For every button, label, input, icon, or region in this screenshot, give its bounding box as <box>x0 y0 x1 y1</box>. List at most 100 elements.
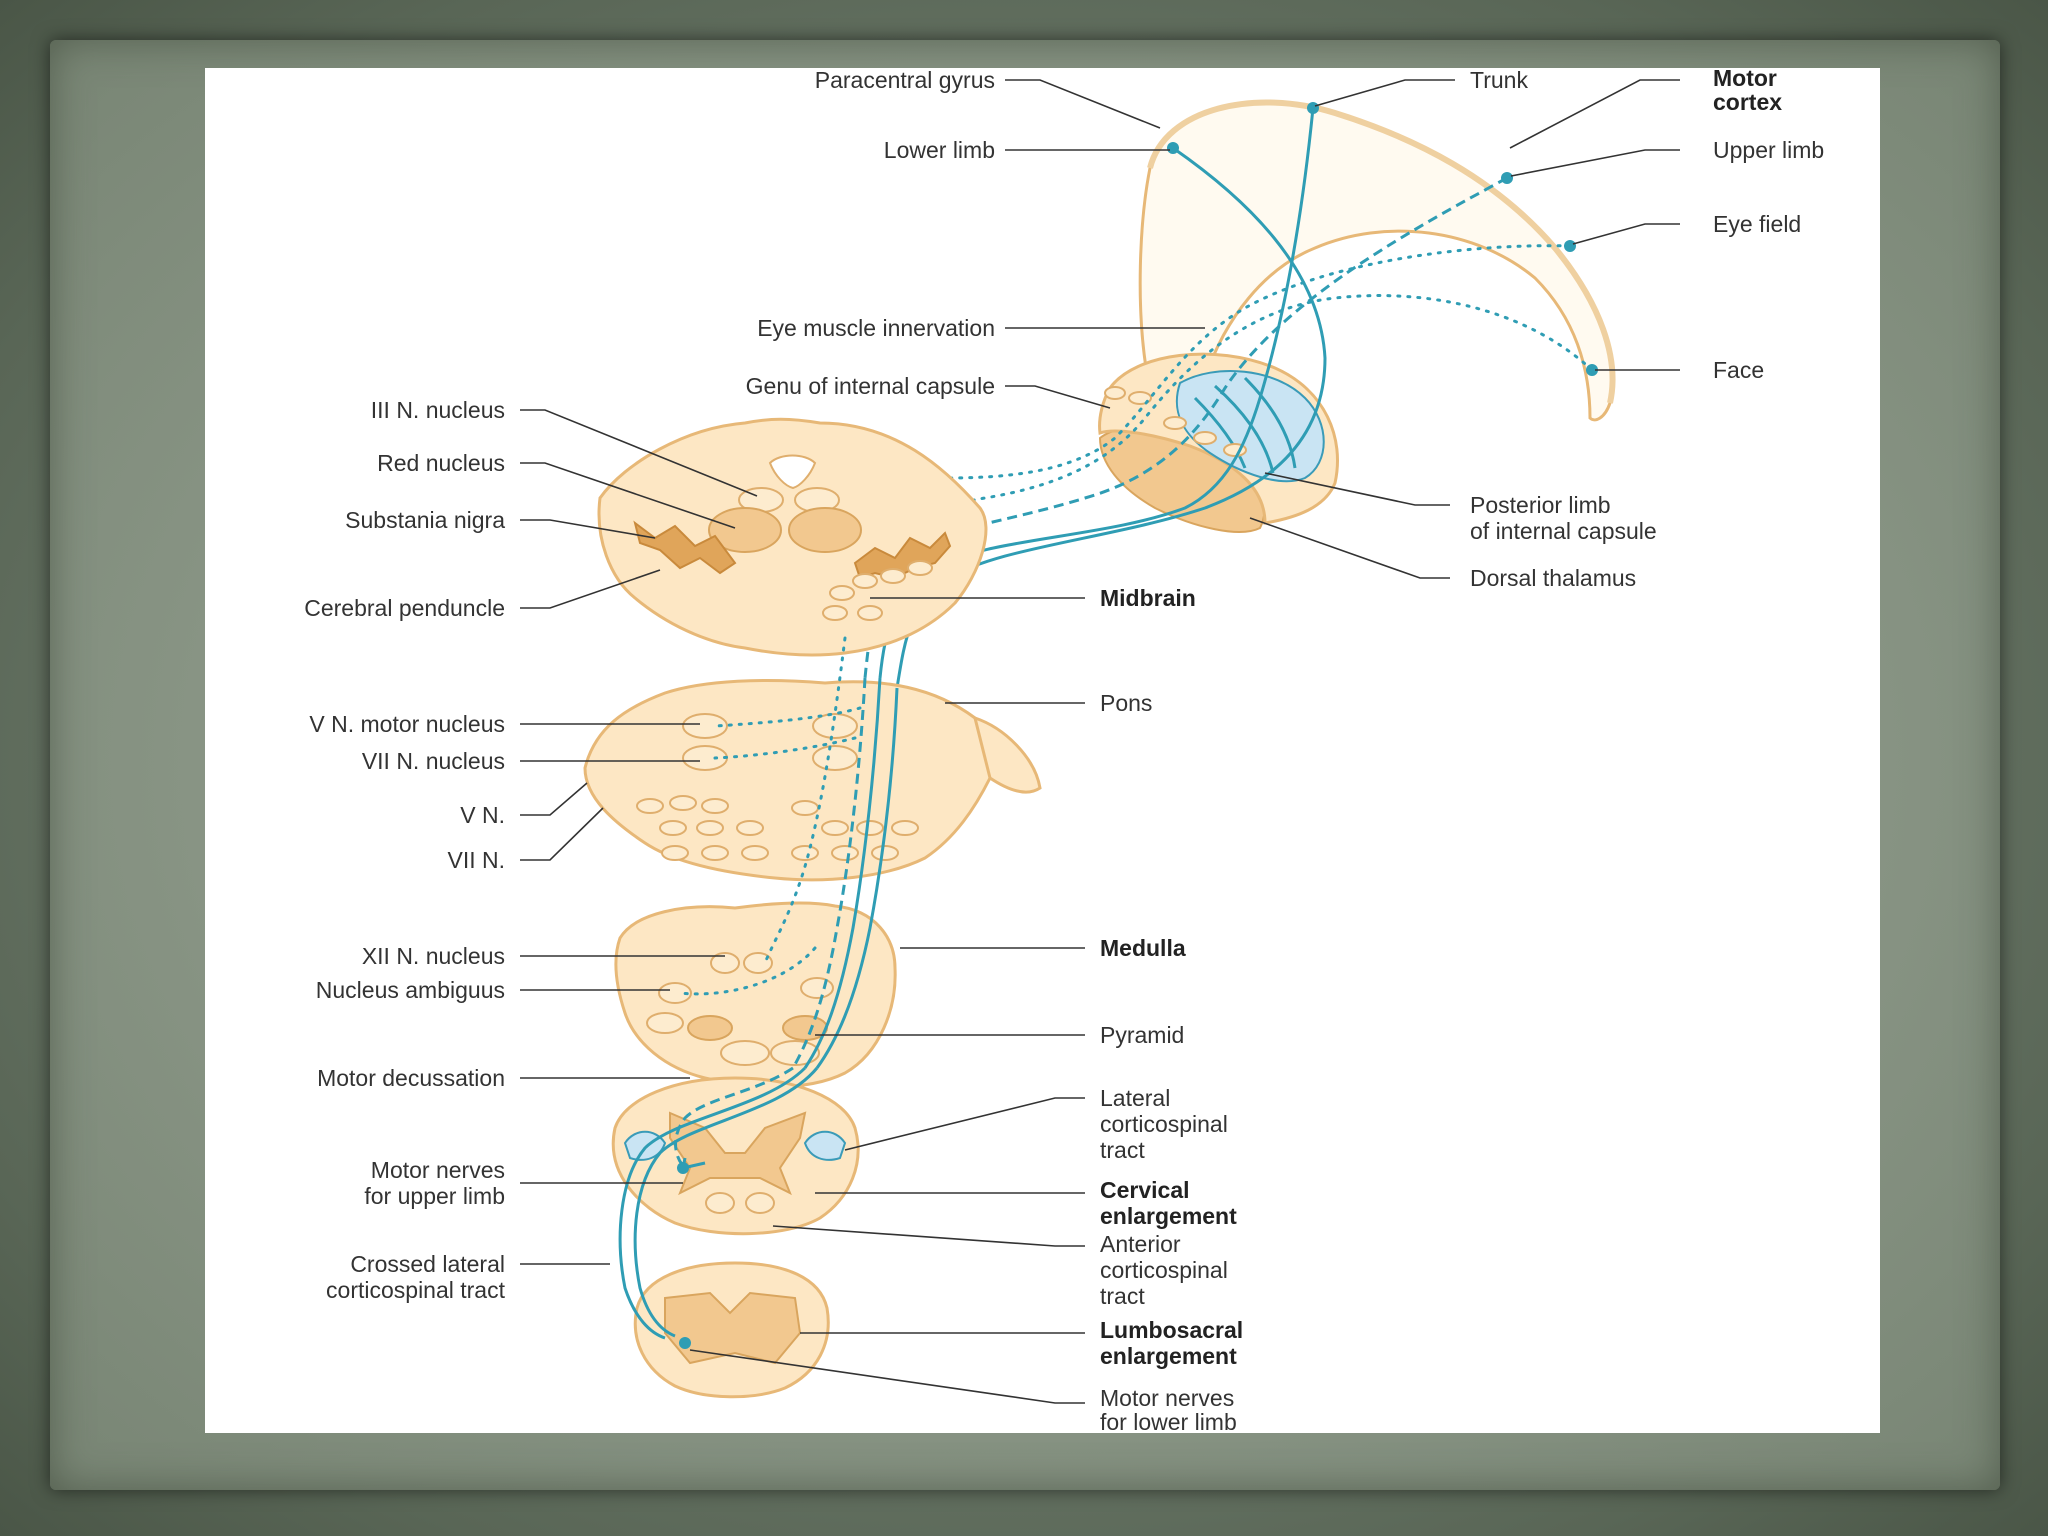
label-dorsal-thalamus: Dorsal thalamus <box>1470 565 1636 591</box>
leader-genu <box>1005 385 1111 409</box>
cervical-gray-matter <box>669 1111 807 1196</box>
cortex-outline <box>1147 99 1616 404</box>
eye-field-tract <box>823 244 1572 480</box>
v-motor-nucleus-shape <box>682 713 728 739</box>
leader-posterior-limb <box>1264 472 1450 506</box>
crossed-lateral-tract-dashed <box>674 1066 794 1170</box>
label-motor-decussation: Motor decussation <box>317 1065 505 1091</box>
leader-substania-nigra <box>520 519 656 539</box>
anterior-cst-right <box>745 1192 775 1214</box>
pons-nucleus <box>736 820 764 836</box>
pons-nucleus <box>696 820 724 836</box>
pons-nucleus <box>891 820 919 836</box>
label-motor-cortex-2: cortex <box>1713 89 1782 115</box>
label-cervical-2: enlargement <box>1100 1203 1237 1229</box>
label-medulla: Medulla <box>1100 935 1186 961</box>
label-lumbosacral-2: enlargement <box>1100 1343 1237 1369</box>
label-nucleus-ambiguus: Nucleus ambiguus <box>316 977 505 1003</box>
medulla-olive-right <box>770 1040 820 1066</box>
descending-tract-dashed <box>791 677 867 1069</box>
label-lumbosacral-1: Lumbosacral <box>1100 1317 1243 1343</box>
xii-nucleus-left <box>710 952 740 974</box>
label-pyramid: Pyramid <box>1100 1022 1184 1048</box>
pyramid-right <box>782 1015 828 1041</box>
label-anterior-cst-1: Anterior <box>1100 1231 1181 1257</box>
label-cerebral-penduncle: Cerebral penduncle <box>304 595 505 621</box>
label-lateral-cst-1: Lateral <box>1100 1085 1170 1111</box>
pons-nucleus <box>812 745 858 771</box>
label-midbrain: Midbrain <box>1100 585 1196 611</box>
capsule-nucleus <box>1193 431 1217 445</box>
leader-motor-cortex <box>1509 79 1680 149</box>
pons-nucleus <box>669 795 697 811</box>
label-posterior-limb-2: of internal capsule <box>1470 518 1657 544</box>
medulla-olive-left <box>720 1040 770 1066</box>
corticobulbar-vii-nucleus <box>713 736 857 760</box>
capsule-nucleus <box>1163 416 1187 430</box>
label-upper-limb: Upper limb <box>1713 137 1824 163</box>
label-posterior-limb-1: Posterior limb <box>1470 492 1611 518</box>
pons-lobe-right <box>972 715 1042 794</box>
pons-nucleus <box>831 845 859 861</box>
crossed-lateral-tract-2 <box>633 1067 819 1338</box>
label-genu-internal-capsule: Genu of internal capsule <box>746 373 995 399</box>
midbrain-nucleus <box>880 568 906 584</box>
substantia-nigra-right <box>853 531 952 580</box>
label-eye-field: Eye field <box>1713 211 1801 237</box>
substantia-nigra-left <box>633 520 737 575</box>
leader-dorsal-thalamus <box>1249 517 1450 579</box>
label-substania-nigra: Substania nigra <box>345 507 505 533</box>
red-nucleus-right <box>788 507 862 553</box>
label-motor-cortex-1: Motor <box>1713 68 1777 91</box>
leader-motor-nerves-lower <box>689 1349 1085 1404</box>
pons-nucleus <box>701 845 729 861</box>
midbrain-nucleus <box>907 560 933 576</box>
label-trunk: Trunk <box>1470 68 1528 93</box>
label-crossed-lateral-2: corticospinal tract <box>326 1277 506 1303</box>
cervical-lateral-tract-right <box>803 1130 847 1161</box>
corticobulbar-ambiguus <box>678 946 817 996</box>
lower-limb-motor-dot-icon <box>679 1337 691 1349</box>
label-lateral-cst-2: corticospinal <box>1100 1111 1228 1137</box>
leader-v-n <box>520 782 588 816</box>
anterior-cst-left <box>705 1192 735 1214</box>
leader-cerebral-penduncle <box>520 569 661 609</box>
label-cervical-1: Cervical <box>1100 1177 1190 1203</box>
leader-iii-nucleus <box>520 409 758 497</box>
label-motor-nerves-lower-2: for lower limb <box>1100 1409 1237 1433</box>
label-face: Face <box>1713 357 1764 383</box>
label-lateral-cst-3: tract <box>1100 1137 1145 1163</box>
capsule-fiber <box>1243 376 1297 469</box>
leader-red-nucleus <box>520 462 736 529</box>
pons-nucleus <box>856 820 884 836</box>
medulla-section <box>614 901 897 1089</box>
label-iii-nucleus: III N. nucleus <box>371 397 505 423</box>
midbrain-aqueduct <box>768 454 817 490</box>
pons-nucleus <box>661 845 689 861</box>
leader-vii-n <box>520 807 604 861</box>
nucleus-ambiguus-left <box>658 982 692 1004</box>
pons-nucleus <box>741 845 769 861</box>
nucleus-ambiguus-right <box>800 977 834 999</box>
upper-limb-motor-dot-icon <box>677 1162 689 1174</box>
label-motor-nerves-upper-1: Motor nerves <box>371 1157 505 1183</box>
pons-nucleus <box>791 800 819 816</box>
label-vii-nucleus: VII N. nucleus <box>362 748 505 774</box>
pons-nucleus <box>812 713 858 739</box>
pyramid-left <box>687 1015 733 1041</box>
pons-nucleus <box>659 820 687 836</box>
medulla-nucleus <box>646 1012 684 1034</box>
label-red-nucleus: Red nucleus <box>377 450 505 476</box>
label-lower-limb: Lower limb <box>884 137 995 163</box>
leader-upper-limb <box>1510 149 1680 177</box>
midbrain-nucleus <box>857 605 883 621</box>
label-crossed-lateral-1: Crossed lateral <box>350 1251 505 1277</box>
pons-section <box>583 678 999 882</box>
pons-nucleus <box>791 845 819 861</box>
midbrain-nucleus <box>829 585 855 601</box>
label-xii-nucleus: XII N. nucleus <box>362 943 505 969</box>
label-vii-n: VII N. <box>447 847 505 873</box>
label-pons: Pons <box>1100 690 1152 716</box>
label-anterior-cst-3: tract <box>1100 1283 1145 1309</box>
capsule-nucleus <box>1104 386 1126 400</box>
